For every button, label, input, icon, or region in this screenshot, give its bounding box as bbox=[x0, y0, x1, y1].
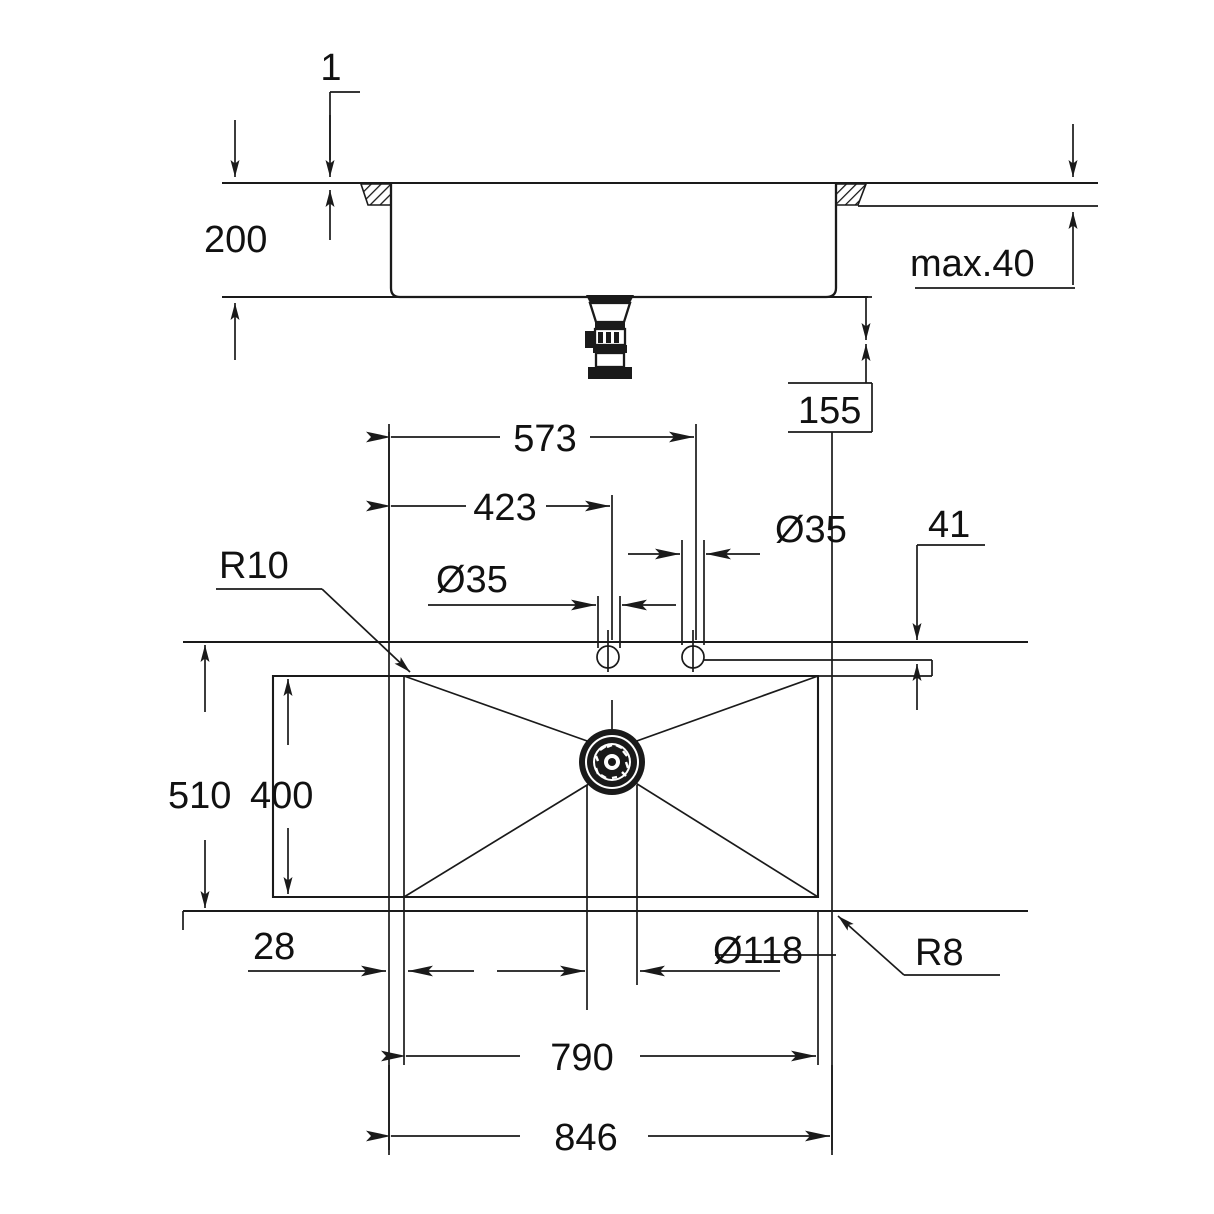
dim-573: 573 bbox=[366, 418, 697, 640]
dim-depth-200: 200 bbox=[204, 120, 267, 360]
drain-strainer-icon bbox=[579, 729, 645, 795]
diag-top-right bbox=[633, 675, 819, 743]
leader-r10: R10 bbox=[216, 545, 411, 673]
dim-label-200: 200 bbox=[204, 219, 267, 261]
dim-label-573: 573 bbox=[513, 418, 576, 460]
dim-dia118: Ø118 bbox=[497, 930, 836, 977]
dim-label-423: 423 bbox=[473, 487, 536, 529]
dim-label-1: 1 bbox=[320, 47, 341, 89]
sink-bowl-rect bbox=[271, 674, 820, 899]
dim-label-400: 400 bbox=[250, 775, 313, 817]
diag-bottom-right bbox=[633, 781, 819, 898]
dim-dia35-right: Ø35 bbox=[628, 509, 847, 645]
dim-41: 41 bbox=[912, 504, 985, 710]
dim-label-790: 790 bbox=[550, 1037, 613, 1079]
dim-label-dia35-left: Ø35 bbox=[436, 559, 508, 601]
dim-label-28: 28 bbox=[253, 926, 295, 968]
dim-label-r10: R10 bbox=[219, 545, 289, 587]
dim-label-41: 41 bbox=[928, 504, 970, 546]
dim-label-dia118: Ø118 bbox=[713, 930, 803, 972]
sink-body-outline bbox=[389, 183, 838, 299]
dim-dia35-left: Ø35 bbox=[428, 559, 676, 648]
dim-790: 790 bbox=[381, 897, 819, 1079]
dim-28: 28 bbox=[182, 911, 474, 977]
dim-height-155: 155 bbox=[788, 296, 873, 433]
dim-423: 423 bbox=[366, 487, 613, 640]
dim-400: 400 bbox=[250, 675, 404, 898]
mounting-clamp-icon-right bbox=[835, 183, 868, 206]
dim-846: 846 bbox=[366, 1065, 833, 1159]
tap-hole-icon-left bbox=[596, 630, 620, 672]
bowl-slope-lines bbox=[403, 675, 819, 1010]
dim-label-510: 510 bbox=[168, 775, 231, 817]
diag-bottom-left bbox=[403, 781, 593, 898]
dim-label-dia35-right: Ø35 bbox=[775, 509, 847, 551]
dim-510: 510 bbox=[168, 645, 231, 908]
section-view: 1 200 max.40 155 bbox=[204, 47, 1098, 433]
leader-r8: R8 bbox=[837, 915, 1000, 976]
diag-top-left bbox=[403, 675, 591, 743]
dim-max-40: max.40 bbox=[910, 124, 1078, 289]
dim-label-155: 155 bbox=[798, 390, 861, 432]
dim-label-r8: R8 bbox=[915, 932, 964, 974]
dim-thickness-1: 1 bbox=[320, 47, 360, 240]
plan-view: 573 423 Ø35 Ø35 bbox=[168, 418, 1028, 1159]
mounting-clamp-icon-left bbox=[359, 183, 392, 206]
dim-label-max40: max.40 bbox=[910, 243, 1035, 285]
dim-label-846: 846 bbox=[554, 1117, 617, 1159]
tap-hole-icon-right bbox=[681, 630, 705, 672]
bowl-outline bbox=[271, 674, 820, 899]
waste-trap-icon bbox=[585, 295, 634, 379]
